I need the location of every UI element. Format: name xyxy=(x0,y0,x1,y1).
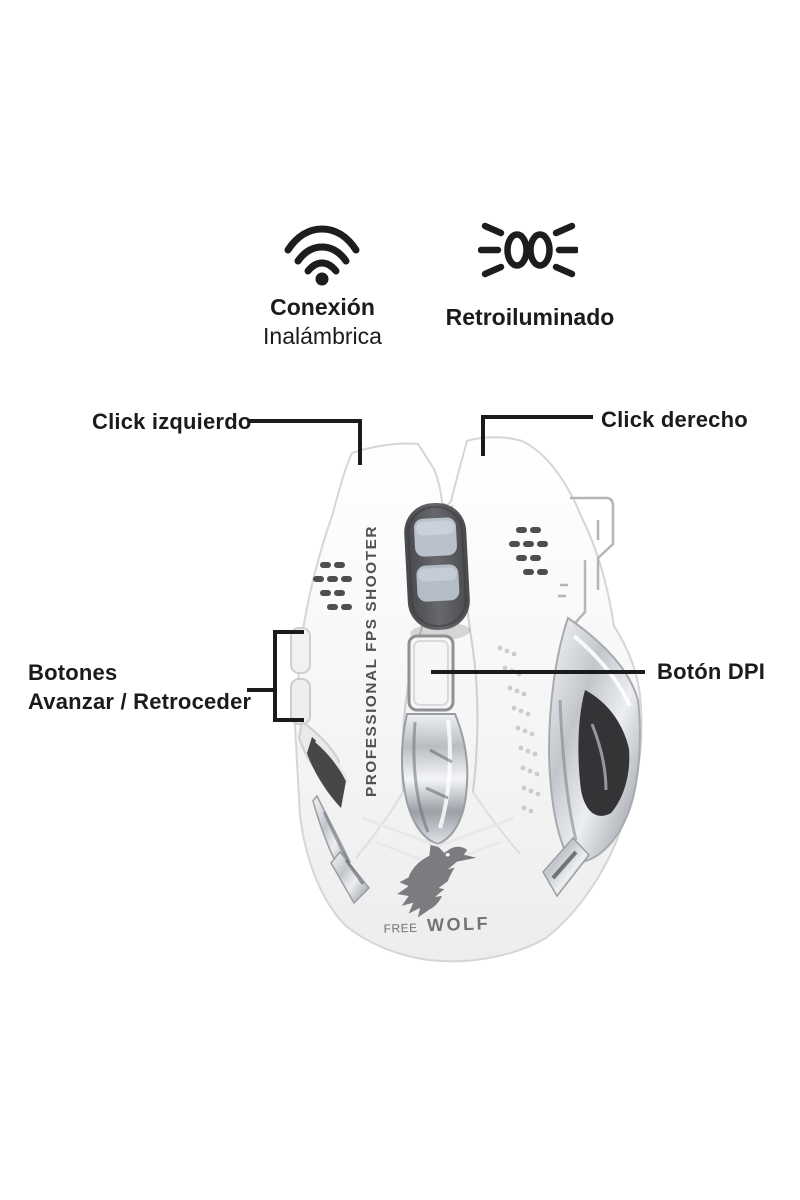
rear-right-accent xyxy=(542,836,590,898)
side-buttons-bracket-stub-top xyxy=(273,630,304,634)
wireless-caption-line1: Conexión xyxy=(270,294,375,320)
vent-holes-right xyxy=(509,527,548,575)
wolf-logo-icon xyxy=(397,844,477,918)
dpi-line xyxy=(431,670,645,674)
side-text: PROFESSIONAL FPS SHOOTER xyxy=(363,525,380,797)
side-buttons xyxy=(290,627,311,725)
right-click-line-vertical xyxy=(481,415,485,456)
side-buttons-label-line1: Botones xyxy=(28,660,118,685)
callout-left-click-label: Click izquierdo xyxy=(92,409,252,434)
wireless-caption: Conexión Inalámbrica xyxy=(230,293,415,351)
callout-right-click-label: Click derecho xyxy=(601,407,748,432)
side-buttons-bracket-stub-mid xyxy=(247,688,275,692)
chrome-center-strip xyxy=(401,713,469,846)
callout-dpi-label: Botón DPI xyxy=(657,659,766,684)
left-click-line-vertical xyxy=(358,419,362,465)
vent-holes-left xyxy=(313,562,352,610)
mouse-body xyxy=(293,436,643,963)
side-buttons-label-line2: Avanzar / Retroceder xyxy=(28,689,252,714)
wireless-caption-line2: Inalámbrica xyxy=(263,323,382,349)
side-buttons-bracket-stub-bottom xyxy=(273,718,304,722)
right-side-grip xyxy=(547,616,641,864)
backlight-icon xyxy=(478,222,578,278)
left-click-line-horizontal xyxy=(248,419,362,423)
side-button-back xyxy=(290,678,311,725)
brand-text: FREE WOLF xyxy=(383,913,490,937)
side-buttons-bracket-vertical xyxy=(273,630,277,722)
led-dot-trail xyxy=(497,645,541,814)
wifi-icon xyxy=(284,225,360,286)
rear-left-accent xyxy=(330,850,371,905)
side-button-forward xyxy=(290,627,311,674)
callout-side-buttons-label: Botones Avanzar / Retroceder xyxy=(28,658,251,716)
right-click-line-horizontal xyxy=(481,415,593,419)
backlight-caption: Retroiluminado xyxy=(445,304,615,330)
scroll-wheel xyxy=(404,502,471,642)
